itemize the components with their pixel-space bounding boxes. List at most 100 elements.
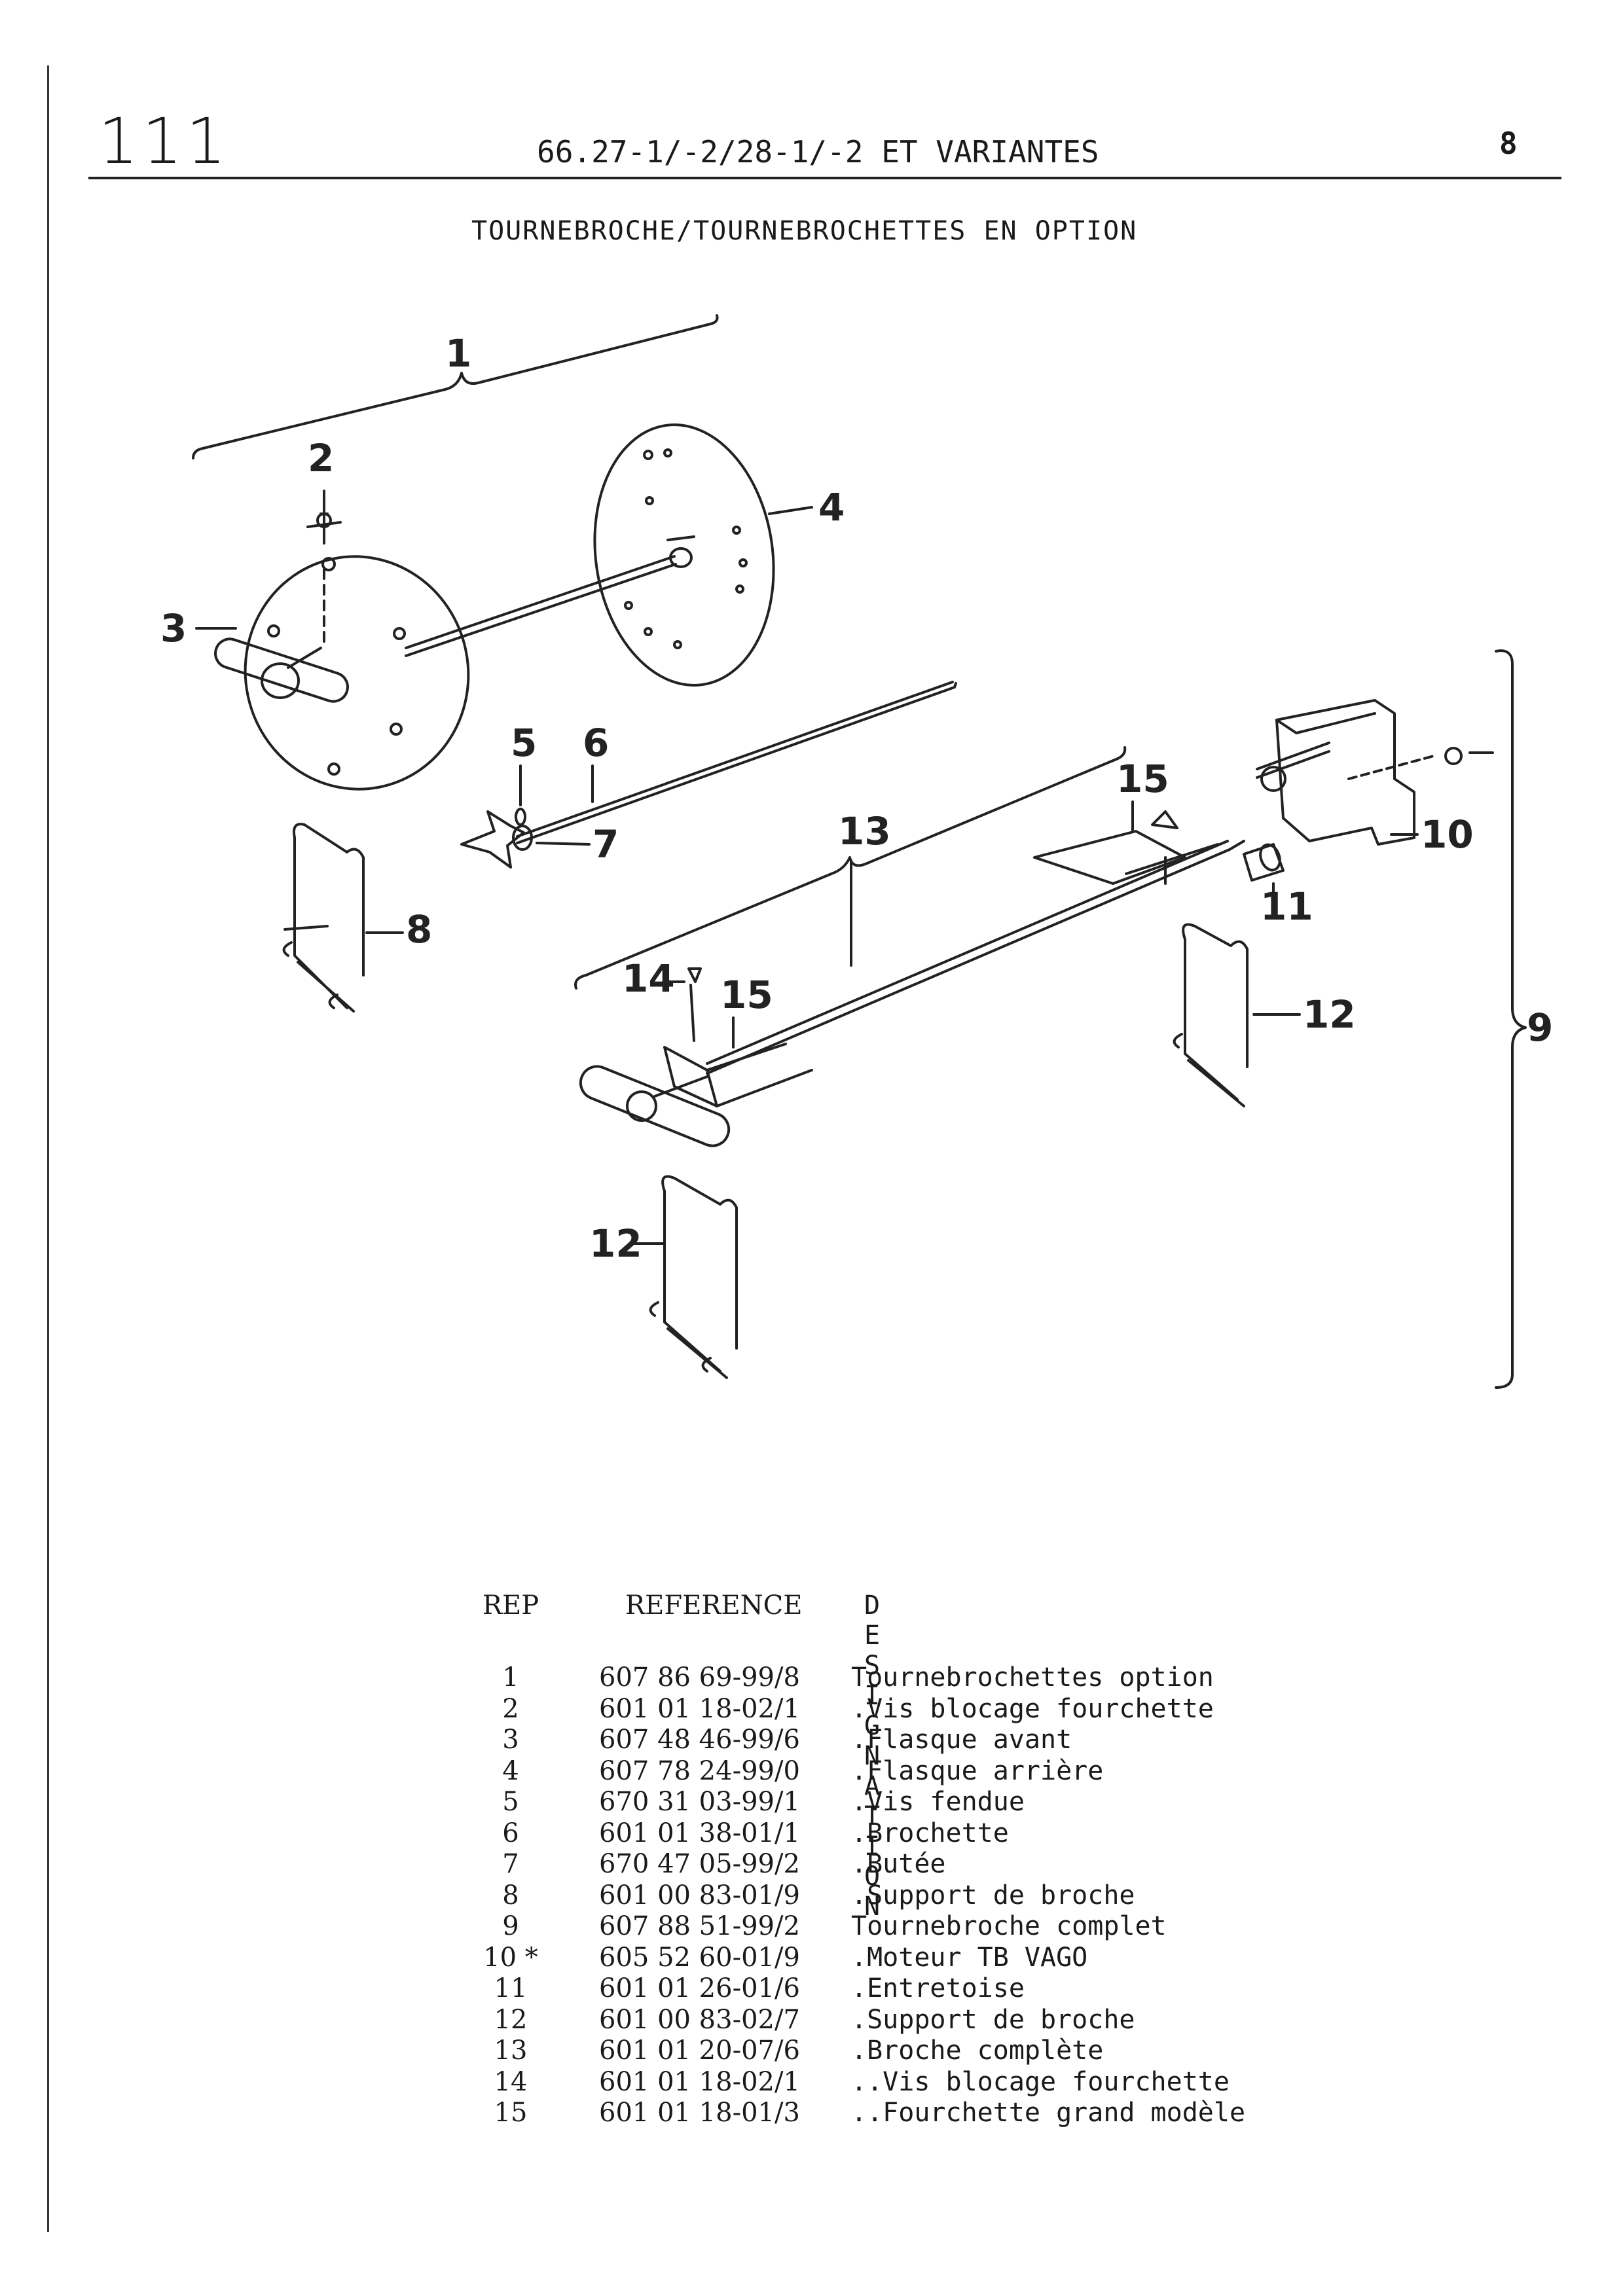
table-row: 8 601 00 83-01/9 .Support de broche bbox=[458, 1880, 1309, 1912]
row-designation: .Broche complète bbox=[851, 2036, 1104, 2066]
row-designation: .Entretoise bbox=[851, 1973, 1025, 2003]
document-title: 66.27-1/-2/28-1/-2 ET VARIANTES bbox=[537, 134, 1099, 170]
page-code: 111 bbox=[98, 105, 230, 178]
row-reference: 601 01 18-02/1 bbox=[599, 1693, 800, 1724]
support-8 bbox=[282, 823, 365, 1013]
row-reference: 607 48 46-99/6 bbox=[599, 1725, 800, 1755]
row-reference: 601 01 18-02/1 bbox=[599, 2066, 800, 2097]
row-reference: 601 01 18-01/3 bbox=[599, 2098, 800, 2128]
row-reference: 670 31 03-99/1 bbox=[599, 1787, 800, 1817]
row-rep: 3 bbox=[502, 1725, 519, 1755]
callout-6: 6 bbox=[583, 721, 609, 765]
table-row: 5 670 31 03-99/1 .Vis fendue bbox=[458, 1787, 1309, 1818]
callout-11: 11 bbox=[1260, 884, 1313, 929]
row-designation: ..Fourchette grand modèle bbox=[851, 2098, 1246, 2128]
row-designation: ..Vis blocage fourchette bbox=[851, 2066, 1230, 2097]
table-row: 7 670 47 05-99/2 .Butée bbox=[458, 1849, 1309, 1880]
row-rep: 2 bbox=[502, 1693, 519, 1724]
row-designation: .Vis blocage fourchette bbox=[851, 1693, 1214, 1724]
row-designation: .Flasque arrière bbox=[851, 1755, 1104, 1786]
skewer bbox=[516, 681, 957, 844]
callout-13: 13 bbox=[838, 809, 891, 853]
row-rep: 14 bbox=[494, 2066, 528, 2097]
support-12-lower bbox=[649, 1175, 738, 1379]
table-row: 13 601 01 20-07/6 .Broche complète bbox=[458, 2036, 1309, 2067]
row-designation: .Support de broche bbox=[851, 1880, 1135, 1910]
rear-flange bbox=[593, 423, 775, 687]
row-reference: 607 86 69-99/8 bbox=[599, 1662, 800, 1693]
brace-9 bbox=[1495, 649, 1527, 1389]
row-reference: 601 01 26-01/6 bbox=[599, 1973, 800, 2003]
brace-1 bbox=[192, 314, 719, 459]
row-reference: 601 00 83-01/9 bbox=[599, 1880, 800, 1910]
row-reference: 601 00 83-02/7 bbox=[599, 2004, 800, 2035]
page-number: 8 bbox=[1499, 126, 1518, 161]
callout-4: 4 bbox=[818, 485, 845, 529]
header-rule bbox=[88, 177, 1561, 179]
section-title: TOURNEBROCHE/TOURNEBROCHETTES EN OPTION bbox=[471, 216, 1138, 246]
callout-8: 8 bbox=[406, 907, 432, 952]
callout-14: 14 bbox=[622, 956, 675, 1001]
row-reference: 670 47 05-99/2 bbox=[599, 1849, 800, 1879]
row-rep: 9 bbox=[502, 1911, 519, 1941]
row-rep: 12 bbox=[494, 2004, 528, 2035]
row-rep: 10 * bbox=[483, 1942, 538, 1973]
row-designation: .Brochette bbox=[851, 1818, 1009, 1848]
callout-15-lower: 15 bbox=[720, 973, 773, 1017]
spit-handle bbox=[579, 1065, 731, 1147]
row-reference: 601 01 20-07/6 bbox=[599, 2036, 800, 2066]
table-row: 9 607 88 51-99/2 Tournebroche complet bbox=[458, 1911, 1309, 1943]
callout-5: 5 bbox=[511, 721, 537, 765]
row-rep: 4 bbox=[502, 1755, 519, 1786]
row-designation: .Vis fendue bbox=[851, 1787, 1025, 1817]
row-reference: 605 52 60-01/9 bbox=[599, 1942, 800, 1973]
column-header-designation: D E S I G N A T I O N bbox=[864, 1590, 881, 1922]
row-rep: 8 bbox=[502, 1880, 519, 1910]
support-12-right bbox=[1173, 923, 1249, 1107]
callout-10: 10 bbox=[1421, 812, 1474, 857]
table-row: 6 601 01 38-01/1 .Brochette bbox=[458, 1818, 1309, 1850]
callout-12-right: 12 bbox=[1303, 992, 1356, 1037]
exploded-parts-diagram: 1 2 3 4 5 6 7 bbox=[131, 281, 1571, 1407]
row-designation: .Moteur TB VAGO bbox=[851, 1942, 1088, 1973]
callout-2: 2 bbox=[308, 436, 334, 480]
table-row: 10 * 605 52 60-01/9 .Moteur TB VAGO bbox=[458, 1943, 1309, 1974]
table-row: 1 607 86 69-99/8 Tournebrochettes option bbox=[458, 1662, 1309, 1694]
row-designation: .Butée bbox=[851, 1849, 946, 1879]
row-rep: 13 bbox=[494, 2036, 528, 2066]
skewer-star bbox=[460, 810, 525, 869]
row-designation: .Support de broche bbox=[851, 2004, 1135, 2035]
callout-1: 1 bbox=[445, 331, 471, 376]
row-reference: 607 88 51-99/2 bbox=[599, 1911, 800, 1941]
flange-rod bbox=[405, 555, 677, 657]
row-designation: Tournebroche complet bbox=[851, 1911, 1167, 1941]
row-rep: 7 bbox=[502, 1849, 519, 1879]
motor-box bbox=[1275, 699, 1415, 846]
table-row: 14 601 01 18-02/1 ..Vis blocage fourchette bbox=[458, 2067, 1309, 2098]
callout-9: 9 bbox=[1527, 1005, 1553, 1050]
row-rep: 1 bbox=[502, 1662, 519, 1693]
callout-15-upper: 15 bbox=[1116, 757, 1169, 801]
column-header-reference: REFERENCE bbox=[625, 1590, 803, 1621]
table-row: 3 607 48 46-99/6 .Flasque avant bbox=[458, 1725, 1309, 1756]
row-rep: 15 bbox=[494, 2098, 528, 2128]
callout-3: 3 bbox=[160, 606, 187, 651]
row-designation: .Flasque avant bbox=[851, 1725, 1072, 1755]
row-reference: 601 01 38-01/1 bbox=[599, 1818, 800, 1848]
callout-7: 7 bbox=[593, 822, 619, 867]
row-rep: 6 bbox=[502, 1818, 519, 1848]
row-rep: 5 bbox=[502, 1787, 519, 1817]
column-header-rep: REP bbox=[482, 1590, 539, 1621]
table-row: 15 601 01 18-01/3 ..Fourchette grand modèl… bbox=[458, 2098, 1309, 2129]
row-rep: 11 bbox=[494, 1973, 528, 2003]
table-row: 12 601 00 83-02/7 .Support de broche bbox=[458, 2005, 1309, 2036]
row-designation: Tournebrochettes option bbox=[851, 1662, 1214, 1693]
spit-rod bbox=[706, 840, 1245, 1075]
left-margin-line bbox=[47, 65, 49, 2232]
brace-13 bbox=[574, 746, 1127, 990]
table-row: 4 607 78 24-99/0 .Flasque arrière bbox=[458, 1756, 1309, 1787]
row-reference: 607 78 24-99/0 bbox=[599, 1755, 800, 1786]
table-row: 2 601 01 18-02/1 .Vis blocage fourchette bbox=[458, 1694, 1309, 1725]
front-handle bbox=[214, 637, 349, 703]
table-row: 11 601 01 26-01/6 .Entretoise bbox=[458, 1973, 1309, 2005]
